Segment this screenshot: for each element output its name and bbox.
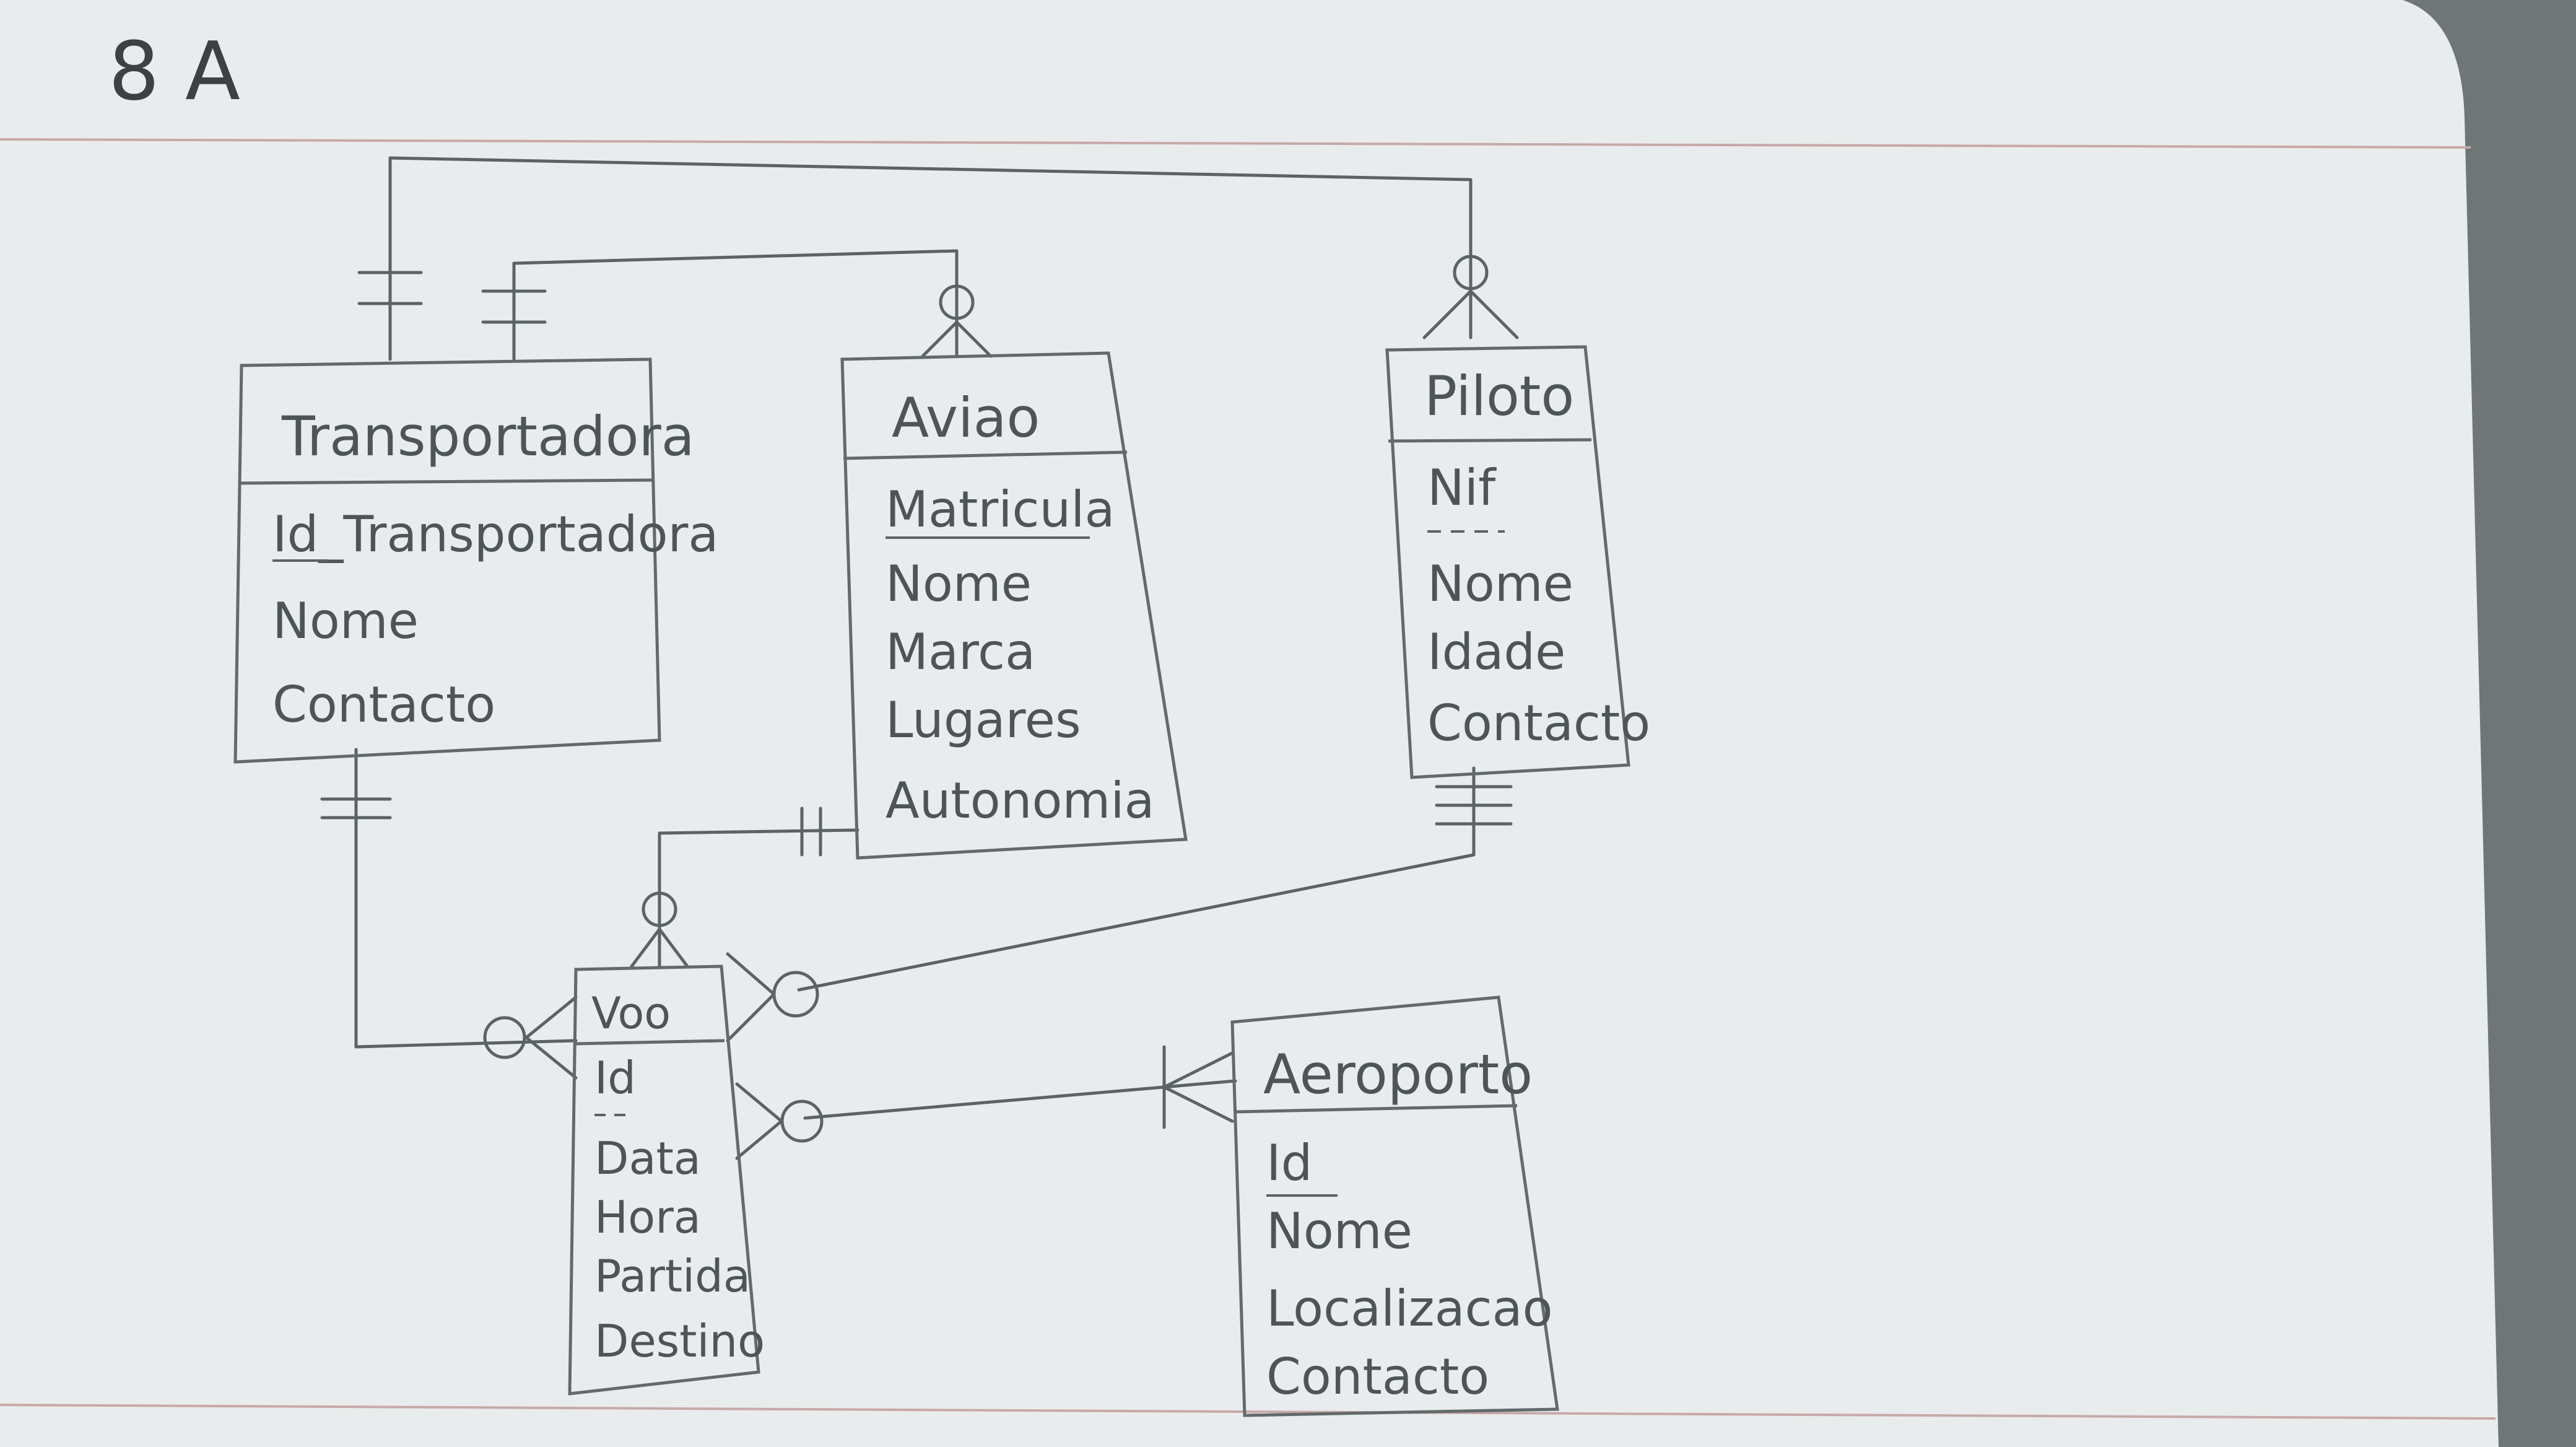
entity-aviao-attr-2: Marca (886, 623, 1035, 681)
entity-aeroporto: Aeroporto Id Nome Localizacao Contacto (1230, 995, 1559, 1417)
rel-transportadora-piloto (357, 156, 1519, 361)
entity-aeroporto-attr-0: Id (1266, 1134, 1312, 1192)
entity-piloto: Piloto Nif Nome Idade Contacto (1385, 345, 1650, 779)
entity-voo-attr-0: Id (594, 1052, 636, 1104)
entity-voo-attr-1: Data (594, 1132, 701, 1184)
paper-sheet (0, 0, 2499, 1447)
entity-piloto-attr-3: Contacto (1427, 694, 1650, 752)
entity-voo-title: Voo (591, 988, 671, 1039)
rule-line-bottom (0, 1404, 2496, 1420)
page-label: 8 A (108, 24, 240, 118)
entity-piloto-title: Piloto (1424, 364, 1574, 428)
rel-transportadora-aviao (481, 249, 993, 361)
entity-voo-attr-4: Destino (594, 1315, 765, 1367)
entity-transportadora-attr-1: Nome (272, 592, 419, 650)
entity-transportadora: Transportadora Id_Transportadora Nome Co… (233, 357, 718, 764)
entity-piloto-attr-1: Nome (1427, 555, 1573, 613)
entity-transportadora-attr-0: Id_Transportadora (272, 505, 718, 563)
entity-aeroporto-attr-1: Nome (1266, 1202, 1412, 1260)
rule-line-top (0, 138, 2471, 149)
rel-piloto-voo (726, 766, 1513, 1043)
entity-aviao-title: Aviao (892, 386, 1040, 450)
entity-piloto-attr-0: Nif (1427, 459, 1497, 517)
entity-aviao-attr-0: Matricula (886, 481, 1115, 538)
rel-transportadora-voo (320, 748, 578, 1080)
entity-aviao-attr-3: Lugares (886, 691, 1081, 749)
entity-voo: Voo Id Data Hora Partida Destino (568, 964, 765, 1396)
rel-aeroporto-voo (735, 1045, 1237, 1160)
entity-transportadora-title: Transportadora (281, 404, 695, 468)
entity-transportadora-attr-2: Contacto (272, 676, 495, 733)
entity-aviao: Aviao Matricula Nome Marca Lugares Auton… (840, 351, 1188, 860)
entity-piloto-attr-2: Idade (1427, 623, 1565, 681)
entity-voo-attr-2: Hora (594, 1191, 701, 1243)
entity-voo-attr-3: Partida (594, 1250, 751, 1302)
entity-aeroporto-attr-3: Contacto (1266, 1348, 1489, 1405)
entity-aeroporto-attr-2: Localizacao (1266, 1280, 1553, 1337)
entity-aviao-attr-1: Nome (886, 555, 1032, 613)
entity-aeroporto-title: Aeroporto (1263, 1043, 1533, 1106)
rel-aviao-voo (630, 807, 859, 968)
entity-aviao-attr-4: Autonomia (886, 772, 1155, 829)
